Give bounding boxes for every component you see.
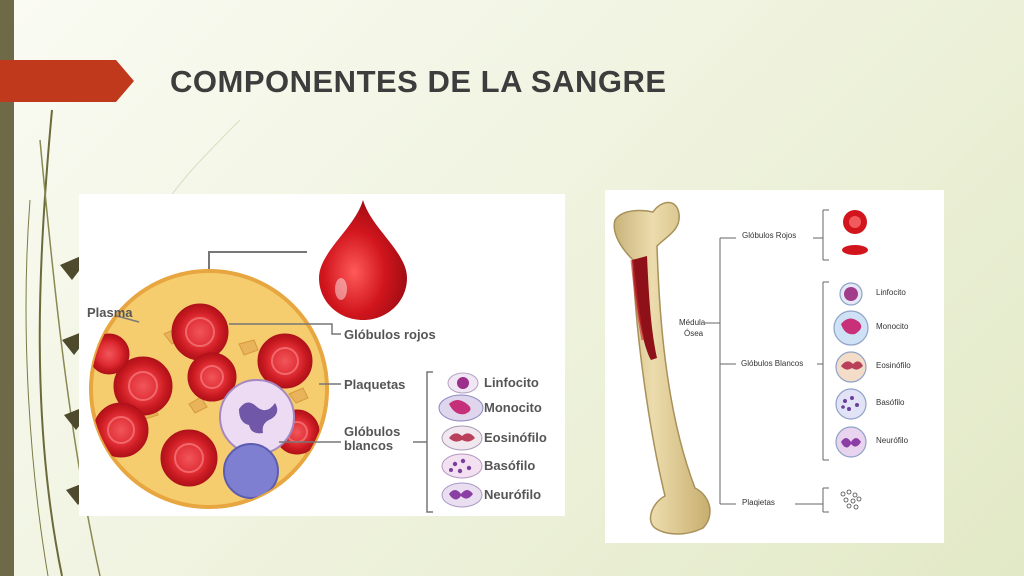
white-cell-label: Eosinófilo xyxy=(876,361,911,370)
label-globulos-blancos: Glóbulos Blancos xyxy=(741,359,804,368)
white-blood-cell xyxy=(223,443,279,499)
white-cell-label: Monocito xyxy=(876,322,909,331)
white-cell-label: Basófilo xyxy=(876,398,905,407)
label-medula-line2: Ósea xyxy=(684,329,704,338)
platelet-icons xyxy=(840,489,862,510)
white-cell-label: Neurófilo xyxy=(484,487,542,502)
label-globulos-blancos-line1: Glóbulos xyxy=(344,424,401,439)
sidebar-bar xyxy=(0,0,14,576)
femur-bone-icon xyxy=(613,201,711,535)
title-arrow-icon xyxy=(0,60,134,102)
bone-marrow-illustration xyxy=(613,201,869,535)
label-plasma: Plasma xyxy=(87,305,133,320)
label-globulos-blancos-line2: blancos xyxy=(344,438,394,453)
white-cell-label: Basófilo xyxy=(484,458,536,473)
label-medula-line1: Médula xyxy=(679,318,706,327)
blood-sample-circle xyxy=(89,269,329,509)
label-globulos-rojos: Glóbulos rojos xyxy=(344,327,436,342)
white-cell-label: Linfocito xyxy=(484,375,539,390)
white-cell-label: Neurófilo xyxy=(876,436,909,445)
label-plaquetas: Plaquetas xyxy=(344,377,406,392)
slide-title: COMPONENTES DE LA SANGRE xyxy=(170,64,667,99)
bone-marrow-figure: Médula Ósea Glóbulos Rojos Glóbulos Blan… xyxy=(605,190,944,543)
label-globulos-rojos: Glóbulos Rojos xyxy=(742,231,797,240)
red-blood-cell-icons xyxy=(842,210,868,255)
blood-composition-illustration xyxy=(89,200,484,513)
blood-drop-icon xyxy=(319,200,407,320)
blood-composition-figure: Plasma Glóbulos rojos Plaquetas Glóbulos… xyxy=(79,194,565,516)
white-cell-label: Monocito xyxy=(484,400,542,415)
white-cell-icons xyxy=(833,282,869,458)
label-plaquetas: Plaqietas xyxy=(742,498,775,507)
white-cell-icons xyxy=(438,372,484,508)
white-cell-label: Eosinófilo xyxy=(484,430,547,445)
white-cell-label: Linfocito xyxy=(876,288,906,297)
